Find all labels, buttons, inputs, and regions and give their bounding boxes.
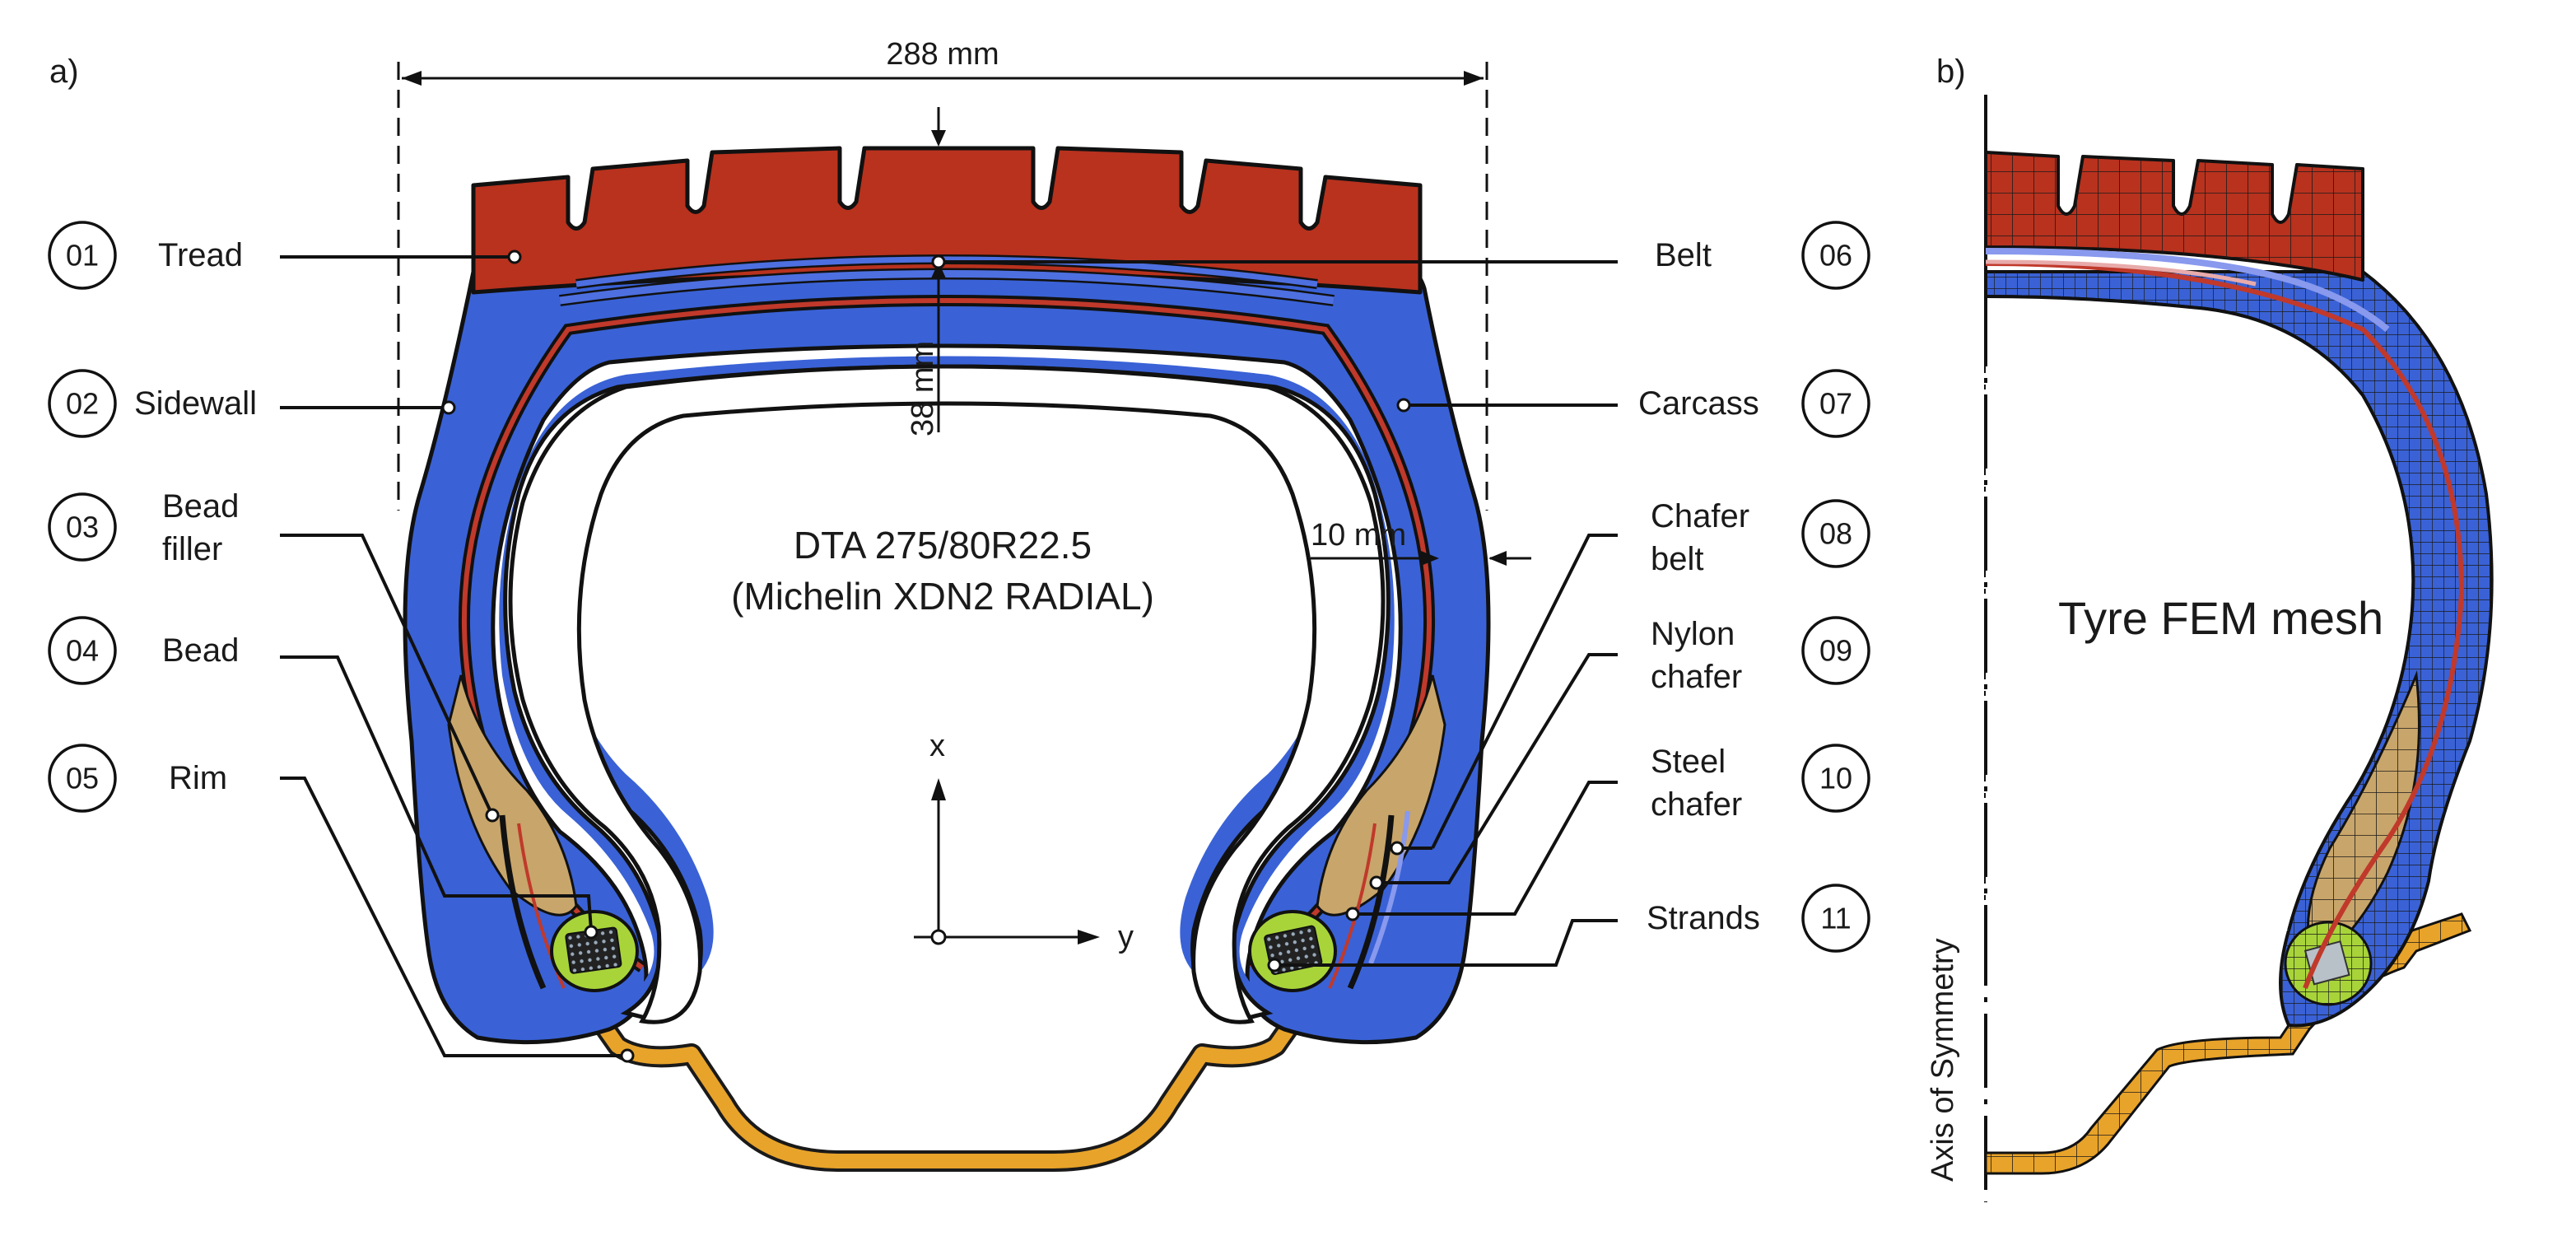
depth-arrow-top-icon — [931, 130, 946, 147]
axis-x-label: x — [929, 729, 945, 763]
tyre-model: (Michelin XDN2 RADIAL) — [731, 575, 1154, 618]
leader-dot — [1345, 907, 1360, 921]
chafer-right — [1347, 814, 1395, 990]
callout-badge — [48, 369, 117, 438]
callout-label: Chafer — [1651, 498, 1749, 534]
callout-badge — [1801, 369, 1870, 438]
callout-06: 06 Belt — [931, 221, 1870, 290]
callout-02: 02 Sidewall — [48, 369, 456, 438]
callout-badge — [48, 616, 117, 685]
callout-number: 01 — [66, 239, 99, 273]
width-dimension-text: 288 mm — [886, 37, 999, 72]
callout-10: 10 Steel chafer — [1345, 744, 1870, 921]
callout-08: 08 Chafer belt — [1390, 498, 1870, 856]
callout-number: 10 — [1819, 762, 1852, 795]
callout-label: Tread — [158, 237, 243, 273]
wall-dimension-text: 10 mm — [1311, 518, 1406, 553]
origin-marker — [930, 929, 947, 945]
callout-badge — [1801, 499, 1870, 568]
width-arrow-right-icon — [1464, 71, 1484, 86]
panel-b-label: b) — [1936, 54, 1966, 90]
callout-number: 05 — [66, 762, 99, 795]
callout-badge — [48, 492, 117, 562]
callout-label: chafer — [1651, 659, 1742, 695]
width-arrow-left-icon — [402, 71, 422, 86]
x-axis-arrow-icon — [931, 778, 946, 800]
callout-number: 11 — [1820, 902, 1851, 935]
callout-badge — [1801, 221, 1870, 290]
callout-number: 03 — [66, 511, 99, 544]
callout-number: 09 — [1819, 634, 1852, 668]
callout-number: 07 — [1819, 387, 1852, 421]
callout-label: Sidewall — [134, 385, 257, 422]
callout-label: filler — [162, 531, 222, 567]
callout-badge — [1801, 616, 1870, 685]
leader-dot — [620, 1048, 635, 1063]
callout-07: 07 Carcass — [1396, 369, 1870, 438]
y-axis-arrow-icon — [1078, 930, 1100, 944]
leader-dot — [1390, 841, 1404, 856]
fem-belt — [1985, 248, 2390, 333]
leader-line — [280, 534, 494, 816]
leader-line — [1276, 919, 1618, 967]
leader-dot — [931, 254, 946, 269]
panel-a: a) 288 mm — [48, 37, 1870, 1172]
chafer-left — [499, 814, 547, 990]
leader-dot — [441, 400, 456, 415]
leader-dot — [507, 250, 522, 264]
leader-dot — [1267, 958, 1282, 972]
callout-label: Strands — [1647, 900, 1760, 936]
wall-arrow-right-icon — [1488, 551, 1507, 566]
callout-number: 08 — [1819, 517, 1852, 551]
callout-label: belt — [1651, 541, 1704, 577]
bead-filler-left — [447, 674, 578, 917]
callout-01: 01 Tread — [48, 221, 522, 290]
leader-dot — [1369, 875, 1384, 890]
callout-badge — [1801, 884, 1870, 953]
bead-filler-right — [1316, 674, 1446, 917]
callout-badge — [1801, 744, 1870, 813]
fem-carcass — [1985, 261, 2465, 990]
fem-title: Tyre FEM mesh — [2058, 592, 2383, 644]
leader-dot — [485, 808, 500, 823]
callout-number: 02 — [66, 387, 99, 421]
callout-badge — [48, 744, 117, 813]
callout-03: 03 Bead filler — [48, 488, 500, 823]
depth-dimension-text: 38 mm — [906, 341, 940, 436]
inner-cavity — [503, 364, 1390, 1024]
callout-badge — [48, 221, 117, 290]
callout-number: 06 — [1819, 239, 1852, 273]
leader-dot — [1396, 398, 1411, 413]
callout-label: Bead — [162, 632, 239, 669]
callout-11: 11 Strands — [1267, 884, 1870, 972]
callout-label: Steel — [1651, 744, 1726, 780]
leader-line — [1358, 781, 1618, 916]
callout-label: Carcass — [1638, 385, 1759, 422]
symmetry-axis-label: Axis of Symmetry — [1926, 938, 1960, 1182]
callout-label: Bead — [162, 488, 239, 525]
wall-arrow-left-icon — [1421, 551, 1439, 566]
callout-number: 04 — [66, 634, 99, 668]
callout-09: 09 Nylon chafer — [1369, 616, 1870, 890]
leader-line — [1431, 534, 1618, 849]
leader-line — [1381, 653, 1618, 884]
callout-04: 04 Bead — [48, 616, 599, 940]
leader-line — [280, 655, 593, 931]
axis-y-label: y — [1118, 920, 1134, 954]
callout-label: chafer — [1651, 786, 1742, 823]
callout-label: Nylon — [1651, 616, 1735, 652]
callout-label: Rim — [169, 760, 227, 796]
panel-a-label: a) — [49, 54, 79, 90]
callout-label: Belt — [1655, 237, 1712, 273]
depth-arrow-bottom-icon — [931, 262, 946, 278]
panel-b: b) Axis of Symmetry Tyre FEM mesh — [1926, 54, 2494, 1202]
callout-05: 05 Rim — [48, 744, 635, 1063]
tyre-name: DTA 275/80R22.5 — [794, 524, 1092, 567]
leader-line — [280, 777, 627, 1057]
leader-dot — [584, 925, 599, 940]
